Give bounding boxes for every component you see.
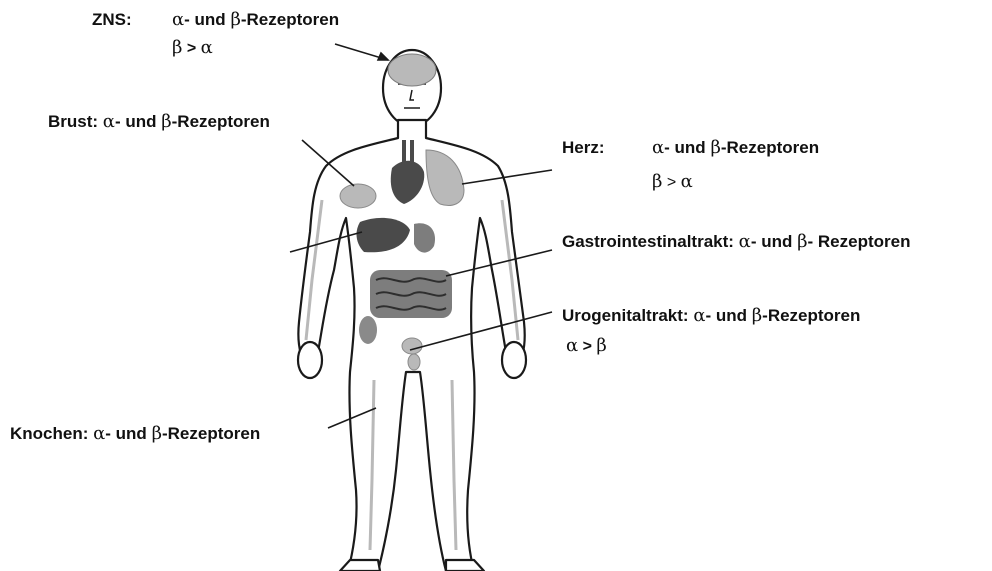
bladder-organ [402,338,422,354]
ratio-operator: > [187,40,196,57]
alpha-symbol: α [739,231,751,252]
right-foot [446,560,484,571]
brain-organ [388,54,436,86]
ratio-operator: > [667,174,676,191]
zns-name: ZNS: [92,10,132,29]
zns-und-text: - und [184,10,226,29]
brust-suffix-text: -Rezeptoren [172,112,270,131]
knochen-label: Knochen: α- und β-Rezeptoren [10,424,260,444]
gastro-name: Gastrointestinaltrakt: [562,232,734,251]
alpha-symbol: α [172,9,184,30]
ratio-left-symbol: β [652,171,662,192]
zns-arrowhead [378,53,388,60]
alpha-symbol: α [93,423,105,444]
ratio-right-symbol: α [201,37,213,58]
gastro-suffix-text: - Rezeptoren [808,232,911,251]
knochen-und-text: - und [105,424,147,443]
gastro-label: Gastrointestinaltrakt: α- und β- Rezepto… [562,232,910,252]
intestines-organ [370,270,452,318]
brust-name: Brust: [48,112,98,131]
alpha-symbol: α [103,111,115,132]
left-foot [340,560,380,571]
herz-receptors-text: α- und β-Rezeptoren [652,138,819,158]
beta-symbol: β [152,423,162,444]
kidney-organ [359,316,377,344]
brust-und-text: - und [115,112,157,131]
herz-ratio: β > α [652,172,693,193]
uro-und-text: - und [705,306,747,325]
knochen-suffix-text: -Rezeptoren [162,424,260,443]
zns-receptors-text: α- und β-Rezeptoren [172,10,339,30]
genital-organ [408,354,420,370]
herz-name: Herz: [562,138,605,158]
ratio-right-symbol: β [596,335,606,356]
zns-suffix-text: -Rezeptoren [241,10,339,29]
knochen-name: Knochen: [10,424,88,443]
herz-suffix-text: -Rezeptoren [721,138,819,157]
ratio-right-symbol: α [681,171,693,192]
ratio-left-symbol: α [566,335,578,356]
alpha-symbol: α [693,305,705,326]
herz-und-text: - und [664,138,706,157]
ratio-left-symbol: β [172,37,182,58]
ratio-operator: > [583,338,592,355]
beta-symbol: β [752,305,762,326]
uro-ratio: α > β [566,336,607,357]
beta-symbol: β [797,231,807,252]
beta-symbol: β [710,137,720,158]
breast-organ [340,184,376,208]
beta-symbol: β [230,9,240,30]
alpha-symbol: α [652,137,664,158]
gastro-und-text: - und [751,232,793,251]
left-hand [298,342,322,378]
brust-label: Brust: α- und β-Rezeptoren [48,112,270,132]
zns-label: ZNS: [92,10,132,30]
right-hand [502,342,526,378]
uro-label: Urogenitaltrakt: α- und β-Rezeptoren [562,306,860,326]
uro-name: Urogenitaltrakt: [562,306,689,325]
zns-ratio: β > α [172,38,213,59]
uro-suffix-text: -Rezeptoren [762,306,860,325]
beta-symbol: β [161,111,171,132]
